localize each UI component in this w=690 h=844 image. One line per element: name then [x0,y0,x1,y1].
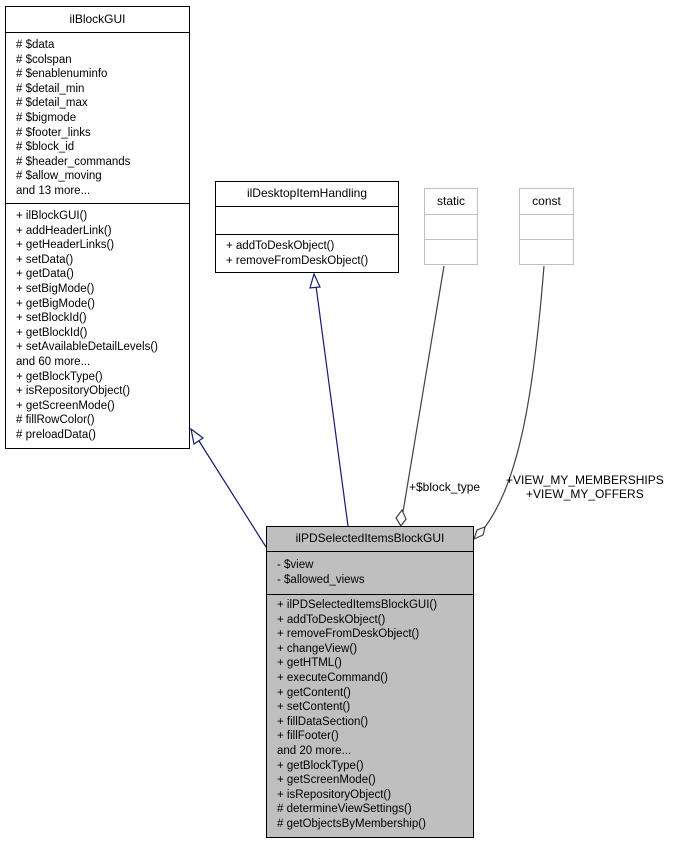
class-attribute[interactable]: # $header_commands [16,155,131,168]
class-name: ilDesktopItemHandling [216,182,398,207]
class-method[interactable]: + executeCommand() [277,671,388,684]
edge-label-view-my-offers: +VIEW_MY_OFFERS [526,487,644,501]
class-method[interactable]: # fillRowColor() [16,414,95,427]
attribute-section: # $data# $colspan# $enablenuminfo# $deta… [6,33,189,204]
class-attribute[interactable]: # $block_id [16,141,75,154]
class-method[interactable]: + getBlockType() [277,759,364,772]
class-method[interactable]: + ilBlockGUI() [16,210,88,222]
class-attribute[interactable]: - $allowed_views [277,573,365,586]
usage-edge-view-consts [484,265,545,528]
class-method[interactable]: + setBlockId() [16,312,87,325]
class-method[interactable]: + isRepositoryObject() [16,385,131,398]
edge-label-block-type: +$block_type [409,480,481,494]
inheritance-arrowhead-blockgui [190,427,205,445]
class-method[interactable]: + addHeaderLink() [16,224,112,237]
class-attribute[interactable]: # $bigmode [16,111,77,124]
class-method[interactable]: and 20 more... [277,744,352,757]
method-section [425,240,477,264]
usage-diamond-view-consts [473,526,486,541]
class-method[interactable]: + setBigMode() [16,282,95,295]
class-attribute[interactable]: # $footer_links [16,126,91,139]
usage-diamond-block-type [395,508,407,528]
class-method[interactable]: + getHTML() [277,657,342,670]
class-method[interactable]: + getHeaderLinks() [16,239,115,252]
class-method[interactable]: + fillFooter() [277,730,339,743]
type-name: static [425,189,477,215]
class-attribute[interactable]: # $detail_max [16,97,88,110]
class-method[interactable]: + setAvailableDetailLevels() [16,341,159,354]
class-name: ilBlockGUI [6,7,189,33]
class-method[interactable]: + setContent() [277,701,351,714]
method-section [520,240,573,264]
type-const[interactable]: const [519,188,574,265]
class-method[interactable]: + getScreenMode() [277,774,376,787]
class-attribute[interactable]: - $view [277,559,314,571]
inheritance-edge-desktop [315,285,349,527]
attribute-section [520,215,573,240]
class-method[interactable]: # preloadData() [16,428,96,441]
class-method[interactable]: + removeFromDeskObject() [226,254,369,267]
class-ilpdselecteditemsblockgui[interactable]: ilPDSelectedItemsBlockGUI - $view - $allo… [266,526,474,838]
class-method[interactable]: # determineViewSettings() [277,803,412,816]
attribute-section: - $view - $allowed_views [267,552,473,595]
edge-label-view-my-memberships: +VIEW_MY_MEMBERSHIPS [506,473,664,487]
class-attribute[interactable]: # $colspan [16,53,72,66]
class-method[interactable]: + fillDataSection() [277,715,369,728]
class-method[interactable]: + getData() [16,268,74,281]
class-attribute[interactable]: # $allow_moving [16,170,102,183]
usage-edge-block-type [402,265,445,513]
class-method[interactable]: + getBlockType() [16,370,103,383]
method-section: + addToDeskObject() + removeFromDeskObjec… [216,235,398,272]
class-method[interactable]: + ilPDSelectedItemsBlockGUI() [277,599,438,611]
inheritance-arrowhead-desktop [309,272,321,289]
method-section: + ilPDSelectedItemsBlockGUI() + addToDesk… [267,595,473,836]
class-method[interactable]: + isRepositoryObject() [277,788,392,801]
class-method[interactable]: and 60 more... [16,355,91,368]
class-attribute[interactable]: # $enablenuminfo [16,68,108,81]
class-method[interactable]: + getBlockId() [16,326,88,339]
class-method[interactable]: + getContent() [277,686,351,699]
class-method[interactable]: + setData() [16,253,74,266]
type-static[interactable]: static [424,188,478,265]
class-name: ilPDSelectedItemsBlockGUI [267,527,473,552]
method-section: + ilBlockGUI() + addHeaderLink() + getHead… [6,204,189,447]
attribute-section [216,207,398,235]
class-attribute[interactable]: # $detail_min [16,82,85,95]
class-method[interactable]: + getScreenMode() [16,399,115,412]
class-ildesktopitemhandling[interactable]: ilDesktopItemHandling + addToDeskObject(… [215,181,399,273]
class-attribute[interactable]: and 13 more... [16,184,91,197]
attribute-section [425,215,477,240]
class-attribute[interactable]: # $data [16,39,55,51]
class-ilblockgui[interactable]: ilBlockGUI # $data # $colspan # $enablenum… [5,6,190,449]
class-method[interactable]: + addToDeskObject() [277,613,386,626]
class-method[interactable]: + removeFromDeskObject() [277,628,420,641]
inheritance-edge-blockgui [198,440,267,548]
type-name: const [520,189,573,215]
edge-label-view-consts: +VIEW_MY_MEMBERSHIPS +VIEW_MY_OFFERS [506,473,664,501]
class-method[interactable]: + getBigMode() [16,297,95,310]
class-method[interactable]: + changeView() [277,642,358,655]
class-method[interactable]: # getObjectsByMembership() [277,817,426,830]
class-method[interactable]: + addToDeskObject() [226,240,335,252]
